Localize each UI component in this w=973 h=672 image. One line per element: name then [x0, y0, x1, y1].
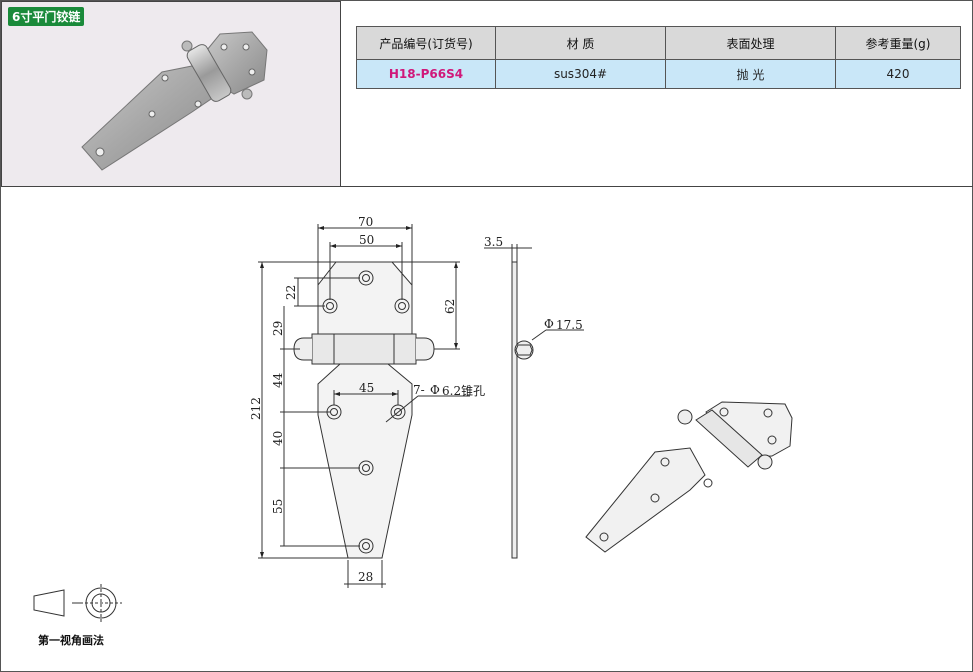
spec-table: 产品编号(订货号) 材 质 表面处理 参考重量(g) H18-P66S4 sus… [356, 26, 961, 89]
dim-62: 62 [443, 299, 457, 314]
spec-header-row: 产品编号(订货号) 材 质 表面处理 参考重量(g) [356, 26, 961, 60]
dim-45: 45 [359, 381, 374, 395]
dim-70: 70 [358, 215, 373, 229]
hole-spec: 6.2锥孔 [442, 384, 485, 398]
projection-cone-side [33, 589, 65, 617]
side-view-plate [511, 261, 518, 559]
dim-phi-17-5: 17.5 [556, 318, 583, 332]
upper-leaf-outline [317, 261, 413, 341]
iso-knuckle [695, 409, 763, 468]
dim-3-5: 3.5 [484, 235, 503, 249]
spec-data-row: H18-P66S4 sus304# 抛 光 420 [356, 59, 961, 89]
hinge-photo-illustration [81, 31, 268, 171]
dim-50: 50 [359, 233, 374, 247]
dim-44: 44 [271, 372, 285, 388]
header-finish: 表面处理 [665, 26, 836, 60]
projection-label: 第一视角画法 [38, 634, 104, 647]
cell-weight: 420 [835, 59, 961, 89]
header-divider [340, 186, 973, 187]
dim-22: 22 [284, 285, 298, 300]
product-tag: 6寸平门铰链 [8, 7, 85, 26]
header-weight: 参考重量(g) [835, 26, 961, 60]
cell-material: sus304# [495, 59, 666, 89]
dim-55: 55 [271, 499, 285, 514]
side-view-pin [514, 340, 534, 360]
product-photo: 6寸平门铰链 [1, 1, 341, 187]
cell-code: H18-P66S4 [356, 59, 496, 89]
hole-count: 7- [413, 383, 425, 397]
dim-212: 212 [249, 397, 263, 420]
cell-finish: 抛 光 [665, 59, 836, 89]
dim-28: 28 [358, 570, 373, 584]
right-pin-cap [416, 337, 435, 361]
dim-40: 40 [271, 431, 285, 446]
knuckle-outline [311, 333, 417, 365]
dim-29: 29 [271, 321, 285, 336]
hole-phi-symbol: Φ [430, 383, 440, 397]
iso-lower-leaf [585, 447, 706, 553]
dim-phi-symbol: Φ [544, 317, 554, 331]
